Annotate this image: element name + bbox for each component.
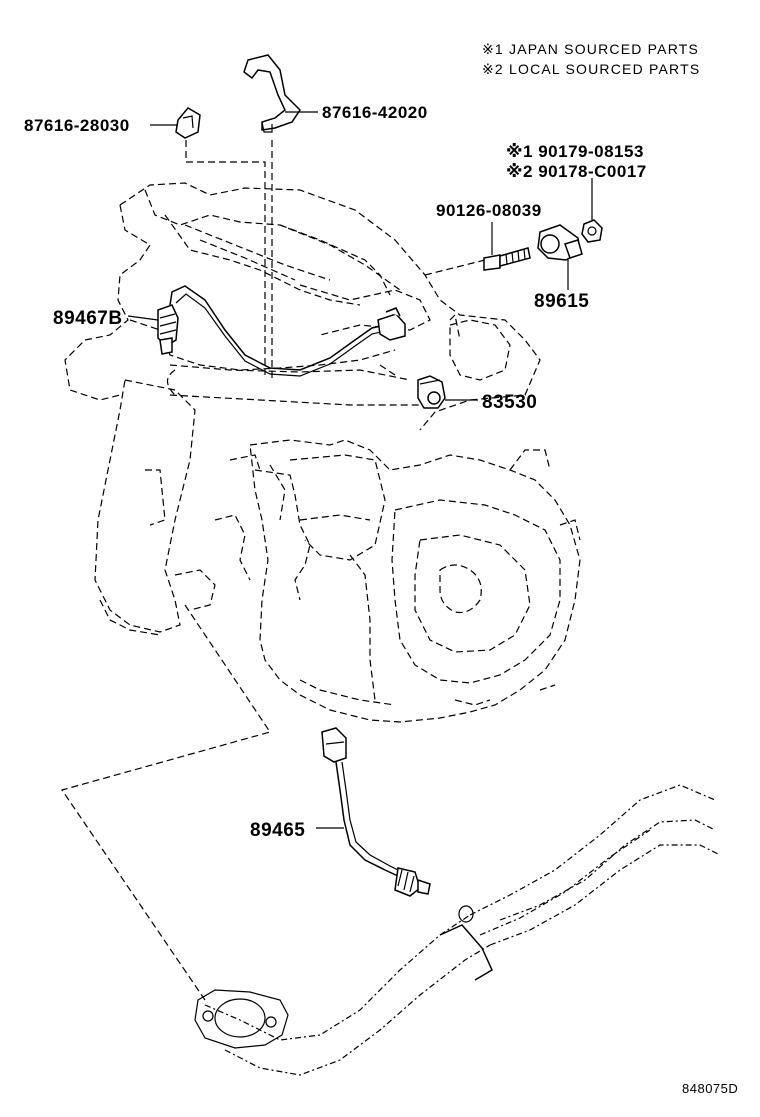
leader-dashed-lines	[61, 140, 486, 1001]
part-number-89465: 89465	[250, 820, 305, 841]
part-number-90179-08153: ※1 90179-08153	[506, 142, 644, 161]
part-number-89467b: 89467B	[53, 308, 123, 329]
bolt-90126-08039	[483, 247, 531, 271]
diagram-code: 848075D	[682, 1081, 738, 1096]
engine-outline	[64, 182, 541, 636]
oxygen-sensor-89465	[321, 727, 431, 897]
oxygen-sensor-89467b	[157, 285, 406, 377]
part-number-87616-42020: 87616-42020	[322, 103, 428, 122]
part-number-89615: 89615	[534, 291, 589, 312]
clamp-87616-28030	[175, 107, 201, 139]
part-number-90126-08039: 90126-08039	[436, 201, 542, 220]
leader-solid-lines	[127, 111, 593, 829]
part-number-90178-c0017: ※2 90178-C0017	[506, 162, 647, 181]
oil-pressure-switch-83530	[417, 375, 446, 409]
exhaust-pipe	[194, 784, 721, 1076]
note-local-sourced: ※2 LOCAL SOURCED PARTS	[482, 61, 700, 77]
part-number-83530: 83530	[482, 392, 537, 413]
knock-sensor-89615	[537, 224, 583, 261]
part-number-87616-28030: 87616-28030	[24, 116, 130, 135]
clamp-87616-42020	[243, 54, 301, 133]
nut-90179-08153	[581, 219, 603, 243]
transaxle-outline	[214, 439, 581, 723]
note-japan-sourced: ※1 JAPAN SOURCED PARTS	[482, 41, 699, 57]
